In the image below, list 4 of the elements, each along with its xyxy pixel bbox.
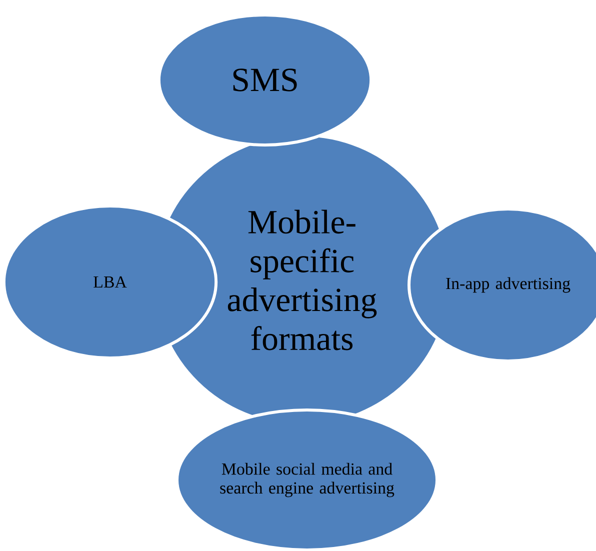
ellipse-node: Mobile social media and search engine advertising <box>176 408 438 551</box>
ellipse-node: In-app advertising <box>408 208 596 362</box>
ellipse-node: LBA <box>2 204 218 360</box>
ellipse-node: SMS <box>157 14 373 146</box>
